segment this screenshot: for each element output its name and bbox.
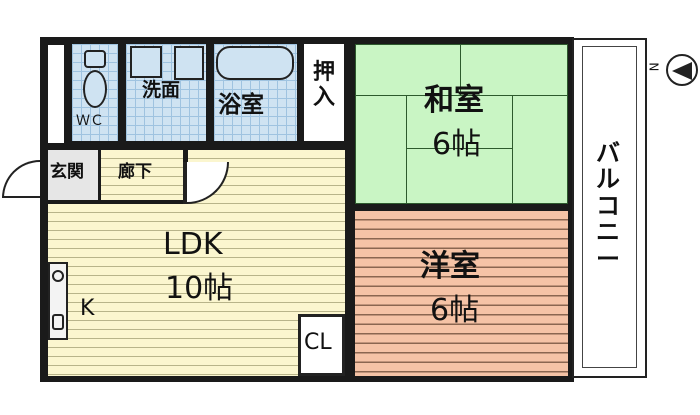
ldk-name: LDK	[163, 227, 223, 262]
entry-door[interactable]	[2, 160, 40, 198]
oshiire-label: 押入	[312, 60, 335, 111]
wc-room	[72, 44, 118, 141]
washroom-label: 洗面	[142, 79, 181, 101]
youshitsu-name: 洋室	[420, 249, 480, 284]
bath-label: 浴室	[218, 92, 264, 118]
north-arrow-icon	[672, 62, 692, 80]
kitchen-label: K	[80, 296, 95, 321]
hallway-label: 廊下	[118, 162, 152, 182]
bathroom	[214, 44, 297, 141]
kitchen-counter	[48, 262, 68, 340]
closet-label: CL	[304, 330, 332, 355]
entrance	[48, 150, 98, 200]
closet	[298, 314, 345, 376]
washroom	[126, 44, 206, 141]
wc-label: ＷＣ	[76, 113, 104, 129]
washitsu-name: 和室	[424, 83, 484, 118]
entrance-label: 玄関	[50, 162, 84, 182]
hallway	[101, 150, 183, 200]
toilet-icon	[84, 50, 106, 68]
storage-strip	[48, 45, 64, 143]
youshitsu-size: 6帖	[430, 293, 480, 328]
youshitsu-room	[355, 211, 568, 376]
balcony	[572, 38, 647, 378]
washing-machine-icon	[130, 46, 162, 78]
balcony-label: バルコニー	[596, 139, 620, 273]
oshiire	[304, 44, 344, 141]
compass-label: N	[646, 62, 661, 72]
washitsu-room	[355, 44, 568, 204]
sink-icon	[174, 46, 204, 80]
stove-icon	[52, 270, 64, 282]
bathtub-icon	[216, 46, 294, 80]
ldk-size: 10帖	[165, 271, 234, 306]
ldk-room	[48, 204, 345, 376]
toilet-bowl-icon	[83, 70, 107, 108]
compass	[666, 54, 698, 86]
sink-icon	[52, 314, 64, 330]
washitsu-size: 6帖	[432, 127, 482, 162]
